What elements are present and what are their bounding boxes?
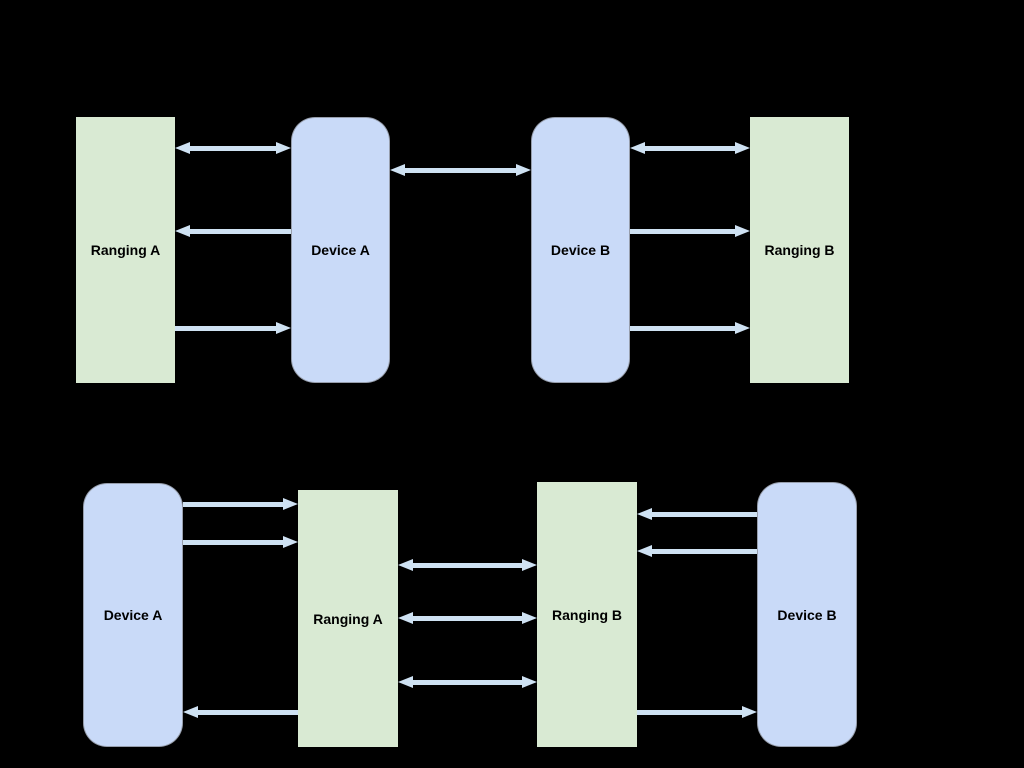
arrow-shaft xyxy=(183,501,284,507)
arrowhead-right-icon xyxy=(522,612,537,624)
arrowhead-left-icon xyxy=(398,559,413,571)
arrowhead-right-icon xyxy=(735,322,750,334)
node-label: Device A xyxy=(103,607,163,623)
arrow-bottom-ranging-a-ranging-b-bidir-2 xyxy=(398,612,537,624)
arrowhead-left-icon xyxy=(390,164,405,176)
arrowhead-left-icon xyxy=(398,612,413,624)
arrowhead-left-icon xyxy=(175,142,190,154)
node-label: Ranging A xyxy=(313,610,383,627)
arrow-bottom-ranging-b-to-device-b xyxy=(637,706,757,718)
arrow-shaft xyxy=(637,709,743,715)
arrow-shaft xyxy=(412,562,523,568)
node-label: Device B xyxy=(777,606,837,623)
arrow-shaft xyxy=(630,325,736,331)
arrow-bottom-device-b-to-ranging-b-1 xyxy=(637,508,757,520)
arrow-top-ranging-a-device-a-bidir xyxy=(175,142,291,154)
arrow-bottom-device-a-to-ranging-a-2 xyxy=(183,536,298,548)
arrowhead-right-icon xyxy=(276,142,291,154)
node-bottom-device-b: Device B xyxy=(757,482,857,747)
arrow-shaft xyxy=(412,615,523,621)
node-label: Device A xyxy=(311,242,370,258)
arrow-shaft xyxy=(651,511,757,517)
arrowhead-right-icon xyxy=(283,498,298,510)
arrow-shaft xyxy=(183,539,284,545)
arrowhead-left-icon xyxy=(637,508,652,520)
arrowhead-left-icon xyxy=(637,545,652,557)
arrow-bottom-device-b-to-ranging-b-2 xyxy=(637,545,757,557)
arrow-shaft xyxy=(189,145,277,151)
arrowhead-right-icon xyxy=(735,225,750,237)
arrow-bottom-device-a-to-ranging-a-1 xyxy=(183,498,298,510)
arrow-shaft xyxy=(630,228,736,234)
arrow-top-device-b-ranging-b-bidir xyxy=(630,142,750,154)
arrow-top-ranging-a-to-device-a xyxy=(175,322,291,334)
arrowhead-right-icon xyxy=(522,559,537,571)
arrowhead-right-icon xyxy=(516,164,531,176)
arrow-shaft xyxy=(175,325,277,331)
arrow-top-device-a-device-b-bidir xyxy=(390,164,531,176)
arrow-shaft xyxy=(197,709,298,715)
arrow-shaft xyxy=(644,145,736,151)
node-label: Device B xyxy=(550,242,611,258)
arrowhead-right-icon xyxy=(742,706,757,718)
arrowhead-left-icon xyxy=(175,225,190,237)
arrowhead-left-icon xyxy=(398,676,413,688)
node-top-ranging-a: Ranging A xyxy=(76,117,175,383)
arrowhead-left-icon xyxy=(183,706,198,718)
node-bottom-device-a: Device A xyxy=(83,483,183,747)
arrow-shaft xyxy=(189,228,291,234)
node-bottom-ranging-b: Ranging B xyxy=(537,482,637,747)
node-bottom-ranging-a: Ranging A xyxy=(298,490,398,747)
arrow-bottom-ranging-a-to-device-a xyxy=(183,706,298,718)
node-label: Ranging B xyxy=(764,242,835,258)
arrow-shaft xyxy=(412,679,523,685)
arrowhead-right-icon xyxy=(276,322,291,334)
arrow-shaft xyxy=(404,167,517,173)
arrowhead-left-icon xyxy=(630,142,645,154)
node-top-device-b: Device B xyxy=(531,117,630,383)
node-top-ranging-b: Ranging B xyxy=(750,117,849,383)
arrowhead-right-icon xyxy=(522,676,537,688)
node-label: Ranging A xyxy=(90,242,161,258)
arrow-top-device-b-to-ranging-b-1 xyxy=(630,225,750,237)
arrow-shaft xyxy=(651,548,757,554)
node-top-device-a: Device A xyxy=(291,117,390,383)
arrow-bottom-ranging-a-ranging-b-bidir-3 xyxy=(398,676,537,688)
arrow-top-device-a-to-ranging-a xyxy=(175,225,291,237)
arrow-bottom-ranging-a-ranging-b-bidir-1 xyxy=(398,559,537,571)
arrow-top-device-b-to-ranging-b-2 xyxy=(630,322,750,334)
arrowhead-right-icon xyxy=(283,536,298,548)
node-label: Ranging B xyxy=(552,606,622,623)
arrowhead-right-icon xyxy=(735,142,750,154)
